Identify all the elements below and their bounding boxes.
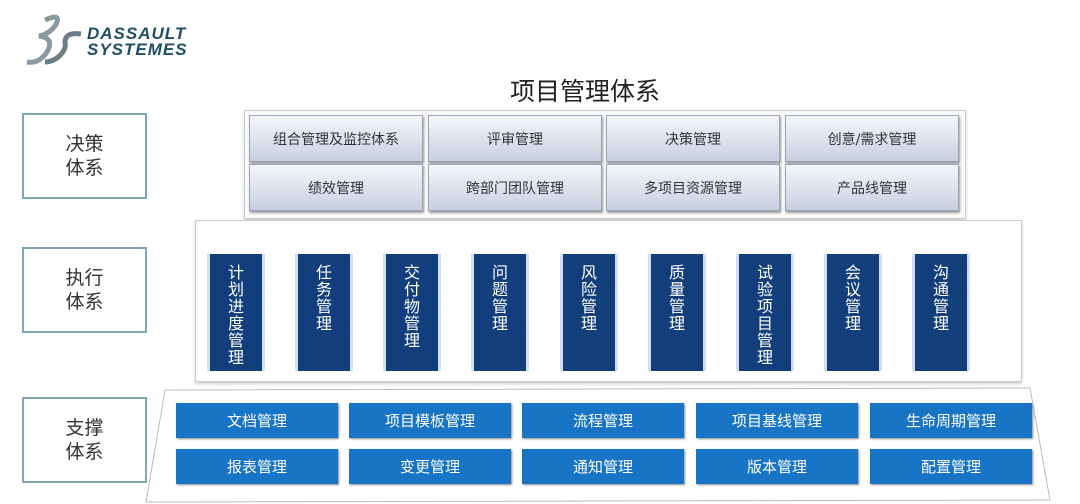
support-item: 变更管理 — [349, 449, 511, 484]
support-item: 项目模板管理 — [349, 403, 511, 438]
logo-text-line2: SYSTEMES — [87, 40, 188, 59]
support-item: 生命周期管理 — [870, 403, 1032, 438]
support-item: 配置管理 — [870, 449, 1032, 484]
execution-layer-panel: 计划进度管理 任务管理 交付物管理 问题管理 风险管理 质量管理 试验项目管理 … — [195, 220, 1022, 382]
support-item: 版本管理 — [696, 449, 858, 484]
decision-item: 跨部门团队管理 — [428, 164, 602, 211]
support-item: 报表管理 — [176, 449, 338, 484]
execution-item: 试验项目管理 — [736, 254, 794, 371]
layer-label-support: 支撑体系 — [22, 397, 147, 483]
support-item: 流程管理 — [522, 403, 684, 438]
3ds-logo-icon — [26, 14, 82, 65]
execution-item: 风险管理 — [560, 254, 618, 371]
page-title: 项目管理体系 — [509, 77, 660, 106]
decision-item: 绩效管理 — [249, 164, 423, 211]
support-item: 文档管理 — [176, 403, 338, 438]
execution-item: 任务管理 — [295, 254, 353, 371]
decision-item: 组合管理及监控体系 — [249, 115, 423, 162]
execution-item: 问题管理 — [471, 254, 529, 371]
logo-text-line1: DASSAULT — [87, 24, 187, 43]
support-item: 通知管理 — [522, 449, 684, 484]
decision-item: 评审管理 — [428, 115, 602, 162]
decision-item: 产品线管理 — [785, 164, 959, 211]
decision-layer-panel: 组合管理及监控体系 评审管理 决策管理 创意/需求管理 绩效管理 跨部门团队管理… — [244, 110, 966, 219]
decision-item: 多项目资源管理 — [606, 164, 780, 211]
decision-item: 决策管理 — [606, 115, 780, 162]
decision-item: 创意/需求管理 — [785, 115, 959, 162]
support-item: 项目基线管理 — [696, 403, 858, 438]
execution-item: 质量管理 — [648, 254, 706, 371]
layer-label-execution: 执行体系 — [22, 247, 147, 333]
layer-label-decision: 决策体系 — [22, 113, 147, 199]
execution-item: 会议管理 — [824, 254, 882, 371]
execution-item: 交付物管理 — [383, 254, 441, 371]
execution-item: 沟通管理 — [912, 254, 970, 371]
execution-item: 计划进度管理 — [207, 254, 265, 371]
